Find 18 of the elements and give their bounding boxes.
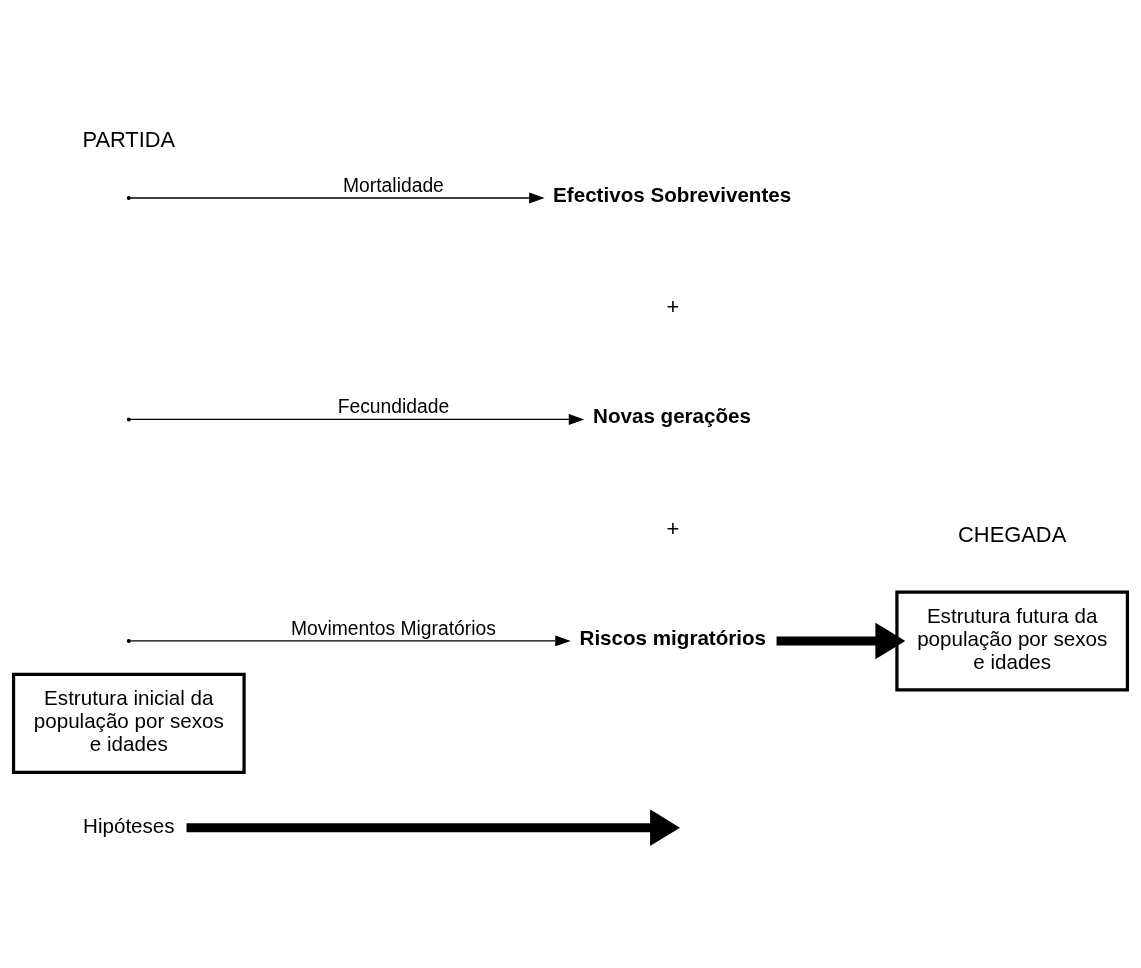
arrow [186, 808, 680, 846]
node-text: Efectivos Sobreviventes [553, 182, 792, 206]
edge-label: Fecundidade [337, 395, 450, 417]
arrow [776, 622, 906, 659]
label: + [666, 514, 680, 540]
node-box: Estrutura inicial da população por sexos e idades [11, 672, 246, 774]
node-text: Riscos migratórios [579, 625, 767, 649]
label: PARTIDA [82, 126, 176, 152]
edge-label: Mortalidade [343, 174, 444, 196]
node-box: Estrutura futura da população por sexos e idades [895, 589, 1130, 691]
arrow [129, 635, 571, 646]
node-text: Hipóteses [83, 813, 175, 837]
arrow [129, 413, 585, 425]
edge-label: Movimentos Migratórios [291, 617, 496, 639]
node-text: Novas gerações [593, 403, 752, 427]
label: CHEGADA [958, 521, 1067, 547]
arrow [129, 192, 545, 203]
label: + [666, 293, 680, 319]
